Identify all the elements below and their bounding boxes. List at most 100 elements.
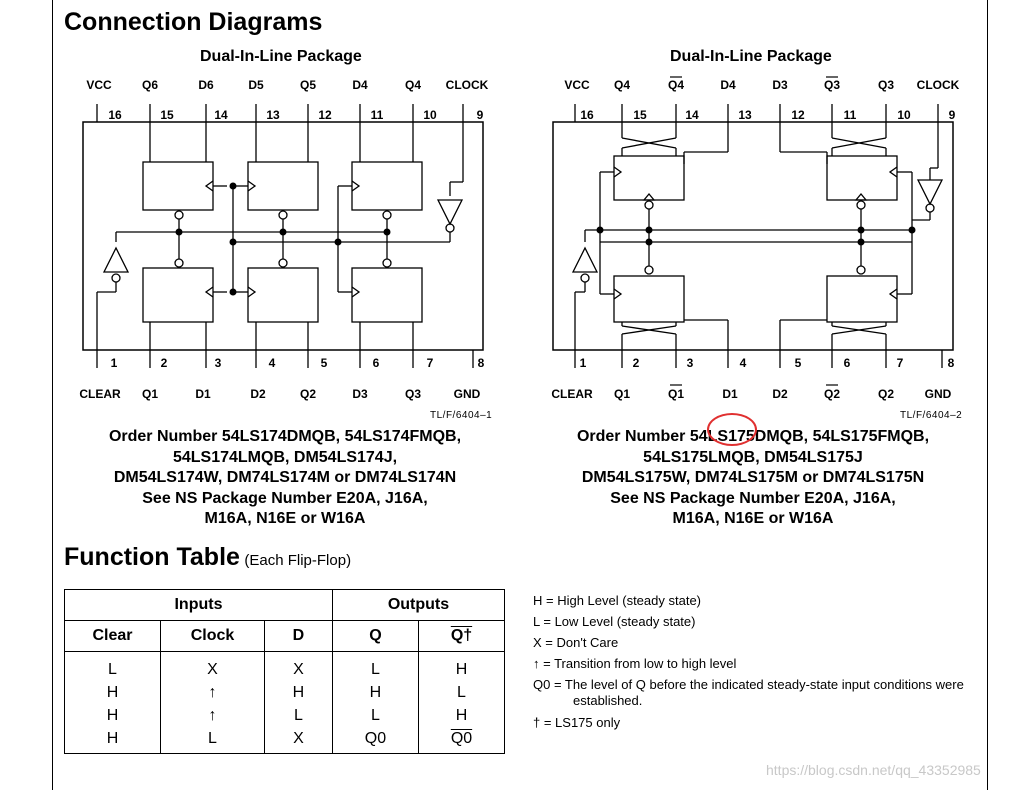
- left-top-pin-8: 9: [477, 108, 484, 122]
- right-bottom-pin-8: 8: [948, 356, 955, 370]
- left-figure-id: TL/F/6404–1: [430, 410, 493, 421]
- left-top-signal-8: CLOCK: [446, 78, 489, 92]
- left-order-line-5: M16A, N16E or W16A: [204, 510, 366, 527]
- left-order-line-1: Order Number 54LS174DMQB, 54LS174FMQB,: [108, 428, 462, 445]
- left-bottom-signal-3: D1: [195, 387, 211, 401]
- table-row: H L X Q0 Q0: [63, 727, 506, 754]
- left-top-signal-5: Q5: [300, 78, 316, 92]
- function-table-subtitle: (Each Flip-Flop): [244, 552, 352, 569]
- left-order-line-4: See NS Package Number E20A, J16A,: [142, 489, 428, 507]
- left-bottom-pin-6: 6: [373, 356, 380, 370]
- left-top-signal-1: VCC: [86, 78, 112, 92]
- function-table-heading: Function Table (Each Flip-Flop): [64, 543, 351, 572]
- cell: L: [263, 704, 333, 727]
- left-bottom-pin-8: 8: [478, 356, 485, 370]
- right-bottom-pin-2: 2: [633, 356, 640, 370]
- annotation-circle: [707, 413, 757, 446]
- cell: H: [417, 651, 506, 681]
- right-bottom-pin-6: 6: [844, 356, 851, 370]
- right-top-pin-1: 16: [580, 108, 594, 122]
- col-qbar: Q†: [417, 620, 506, 652]
- table-row: L X X L H: [63, 651, 506, 681]
- right-top-pin-2: 15: [633, 108, 647, 122]
- left-bottom-pin-4: 4: [269, 356, 276, 370]
- right-top-signal-5: D3: [772, 78, 788, 92]
- outputs-header: Outputs: [331, 589, 506, 621]
- right-bottom-signal-3: Q1: [668, 387, 684, 401]
- cell: Q0: [417, 727, 506, 754]
- cell: ↑: [160, 681, 265, 704]
- left-top-signal-7: Q4: [405, 78, 421, 92]
- cell: L: [63, 651, 162, 681]
- right-top-signal-6: Q3: [824, 78, 840, 92]
- left-bottom-pin-5: 5: [321, 356, 328, 370]
- left-top-signal-3: D6: [198, 78, 214, 92]
- left-bottom-signal-2: Q1: [142, 387, 158, 401]
- left-top-pin-2: 15: [160, 108, 174, 122]
- right-order-info: Order Number 54LS175DMQB, 54LS175FMQB, 5…: [538, 427, 968, 530]
- cell: L: [331, 651, 419, 681]
- right-top-signal-8: CLOCK: [917, 78, 960, 92]
- left-top-pin-3: 14: [214, 108, 228, 122]
- right-top-pin-3: 14: [685, 108, 699, 122]
- right-order-line-4: See NS Package Number E20A, J16A,: [610, 489, 896, 507]
- connection-diagrams-title: Connection Diagrams: [64, 8, 323, 36]
- left-order-line-3: DM54LS174W, DM74LS174M or DM74LS174N: [113, 469, 457, 486]
- page-left-border: [52, 0, 53, 790]
- right-bottom-signal-5: D2: [772, 387, 788, 401]
- left-top-pin-4: 13: [266, 108, 280, 122]
- left-bottom-signal-7: Q3: [405, 387, 421, 401]
- left-order-line-2: 54LS174LMQB, DM54LS174J,: [172, 448, 398, 466]
- cell: Q0: [331, 727, 419, 754]
- cell: H: [417, 704, 506, 727]
- cell: X: [263, 651, 333, 681]
- left-top-pin-5: 12: [318, 108, 332, 122]
- legend-item: † = LS175 only: [533, 715, 621, 730]
- left-bottom-pin-3: 3: [215, 356, 222, 370]
- page-right-border: [987, 0, 988, 790]
- right-bottom-pin-4: 4: [740, 356, 747, 370]
- legend-item: Q0 = The level of Q before the indicated…: [533, 677, 964, 692]
- cell: X: [160, 651, 265, 681]
- function-table-title: Function Table: [64, 543, 240, 571]
- left-top-signal-6: D4: [352, 78, 368, 92]
- right-bottom-signal-7: Q2: [878, 387, 894, 401]
- left-top-pin-1: 16: [108, 108, 122, 122]
- table-row: H ↑ H H L: [63, 681, 506, 704]
- left-bottom-signal-6: D3: [352, 387, 368, 401]
- function-table: Inputs Outputs Clear Clock D Q Q† L X X …: [63, 589, 506, 754]
- left-bottom-signal-8: GND: [454, 387, 481, 401]
- right-top-signal-4: D4: [720, 78, 736, 92]
- right-order-line-2: 54LS175LMQB, DM54LS175J: [643, 448, 863, 466]
- right-bottom-signal-6: Q2: [824, 387, 840, 401]
- right-top-pin-4: 13: [738, 108, 752, 122]
- left-bottom-pin-2: 2: [161, 356, 168, 370]
- right-bottom-pin-7: 7: [897, 356, 904, 370]
- cell: H: [331, 681, 419, 704]
- cell: H: [63, 727, 162, 754]
- cell: L: [160, 727, 265, 754]
- legend-item: established.: [573, 693, 643, 708]
- right-top-pin-8: 9: [949, 108, 956, 122]
- right-top-pin-5: 12: [791, 108, 805, 122]
- left-top-signal-2: Q6: [142, 78, 158, 92]
- cell: ↑: [160, 704, 265, 727]
- right-top-pin-7: 10: [897, 108, 911, 122]
- cell: H: [63, 704, 162, 727]
- right-bottom-pin-5: 5: [795, 356, 802, 370]
- col-d: D: [263, 620, 333, 652]
- left-order-info: Order Number 54LS174DMQB, 54LS174FMQB, 5…: [70, 427, 500, 530]
- cell: H: [63, 681, 162, 704]
- watermark: https://blog.csdn.net/qq_43352985: [766, 762, 981, 778]
- inputs-header: Inputs: [64, 589, 333, 621]
- legend-item: H = High Level (steady state): [533, 593, 701, 608]
- right-top-signal-2: Q4: [614, 78, 630, 92]
- right-order-line-3: DM54LS175W, DM74LS175M or DM74LS175N: [581, 469, 925, 486]
- legend-item: L = Low Level (steady state): [533, 614, 696, 629]
- right-top-signal-1: VCC: [564, 78, 590, 92]
- left-package-label: Dual-In-Line Package: [200, 48, 362, 65]
- left-bottom-signal-1: CLEAR: [79, 387, 121, 401]
- cell: H: [263, 681, 333, 704]
- right-top-pin-6: 11: [844, 108, 857, 122]
